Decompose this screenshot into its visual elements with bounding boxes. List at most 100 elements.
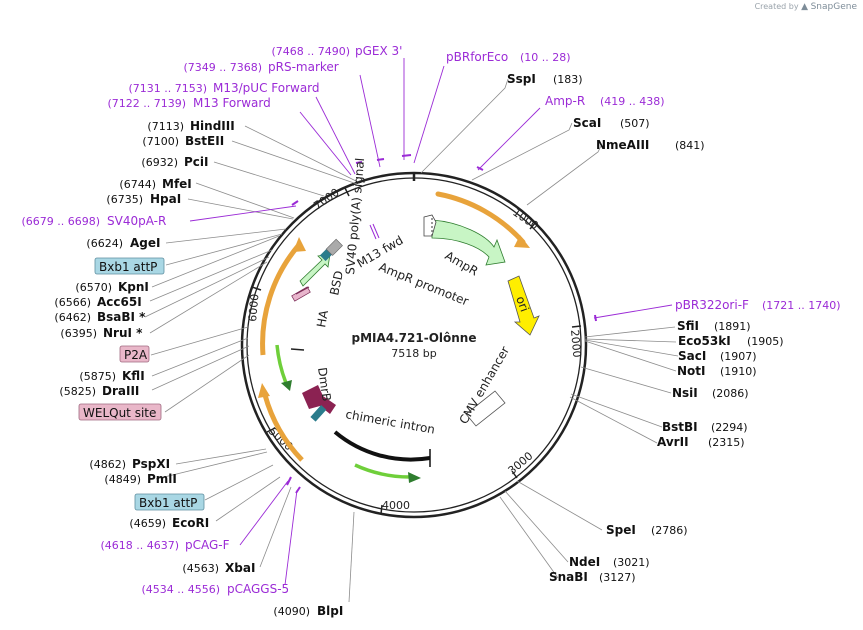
bsd-arrow	[299, 253, 331, 287]
plasmid-length: 7518 bp	[391, 347, 436, 360]
plasmid-name: pMIA4.721-Olônne	[351, 331, 476, 345]
watermark-brand: SnapGene	[810, 2, 857, 12]
primer-labels: (7468 .. 7490) pGEX 3' (7349 .. 7368) pR…	[21, 44, 840, 596]
site-pos: (4563)	[182, 562, 219, 575]
teal-marker-lower	[310, 405, 327, 422]
chimeric-intron-line	[333, 430, 431, 462]
site-name: XbaI	[225, 561, 255, 575]
ha-box	[291, 286, 311, 302]
primer-name: pCAGGS-5	[227, 582, 289, 596]
ha-lines	[295, 286, 310, 295]
watermark-prefix: Created by	[754, 2, 799, 11]
site-pos: (507)	[620, 117, 650, 130]
site-pos: (7100)	[142, 135, 179, 148]
site-name: PmlI	[147, 472, 177, 486]
site-name: PciI	[184, 155, 209, 169]
tag-bxb1-upper: Bxb1 attP	[99, 260, 157, 274]
right-site-labels: SspI (183) ScaI (507) NmeAIII (841) SfiI…	[507, 72, 784, 584]
tag-p2a: P2A	[124, 348, 148, 362]
m13-mark-b	[372, 223, 380, 239]
site-name: SacI	[678, 349, 706, 363]
site-name: NruI *	[103, 326, 143, 340]
ampr-arrow	[431, 219, 506, 266]
tag-box-bxb1-lower	[134, 493, 205, 511]
feature-tags: Bxb1 attP P2A WELQut site Bxb1 attP	[78, 257, 205, 511]
site-name: NmeAIII	[596, 138, 649, 152]
primer-name: M13/pUC Forward	[213, 81, 320, 95]
site-pos: (6570)	[75, 281, 112, 294]
site-pos: (7113)	[147, 120, 184, 133]
site-name: AgeI	[130, 236, 160, 250]
tag-box-bxb1-upper	[94, 257, 165, 275]
site-name: SpeI	[606, 523, 636, 537]
primer-range: (7468 .. 7490)	[271, 45, 350, 58]
primer-name: SV40pA-R	[107, 214, 166, 228]
site-pos: (4849)	[104, 473, 141, 486]
site-pos: (2086)	[712, 387, 749, 400]
green-lower-arrowhead	[408, 472, 421, 483]
site-name: NotI	[677, 364, 706, 378]
primer-range: (7349 .. 7368)	[183, 61, 262, 74]
dmrb-arrow	[302, 385, 336, 414]
snapgene-logo-icon: ▲	[801, 2, 809, 12]
site-pos: (4862)	[89, 458, 126, 471]
feature-label-ori: ori	[513, 294, 531, 313]
feature-label-ha: HA	[314, 308, 331, 328]
primer-range: (4618 .. 4637)	[100, 539, 179, 552]
site-pos: (6624)	[86, 237, 123, 250]
tag-box-welqut	[78, 403, 162, 421]
site-pos: (4659)	[129, 517, 166, 530]
site-pos: (1910)	[720, 365, 757, 378]
primer-range: (419 .. 438)	[600, 95, 665, 108]
site-name: BlpI	[317, 604, 343, 618]
site-pos: (3021)	[613, 556, 650, 569]
site-name: Eco53kI	[678, 334, 731, 348]
feature-label-bsd: BSD	[327, 269, 346, 296]
site-name: SnaBI	[549, 570, 588, 584]
site-pos: (3127)	[599, 571, 636, 584]
primer-name: M13 Forward	[193, 96, 271, 110]
site-pos: (2786)	[651, 524, 688, 537]
primer-range: (6679 .. 6698)	[21, 215, 100, 228]
feature-label-intron: chimeric intron	[344, 407, 436, 437]
feature-labels: AmpR AmpR promoter ori CMV enhancer chim…	[314, 157, 532, 436]
site-pos: (6395)	[60, 327, 97, 340]
site-pos: (1907)	[720, 350, 757, 363]
primer-name: pBR322ori-F	[675, 298, 749, 312]
primer-range: (7131 .. 7153)	[128, 82, 207, 95]
site-name: KpnI	[118, 280, 149, 294]
ring-ticks	[251, 187, 582, 515]
gray-box	[325, 238, 343, 256]
feature-arrow-left-upper	[293, 237, 306, 252]
left-site-labels: (7113) HindIII (7100) BstEII (6932) PciI…	[54, 119, 343, 618]
tag-box-p2a	[119, 345, 150, 363]
site-name: NsiI	[672, 386, 698, 400]
green-left-arrow	[275, 344, 288, 384]
site-name: ScaI	[573, 116, 601, 130]
site-name: BsaBI *	[97, 310, 146, 324]
site-name: AvrII	[657, 435, 689, 449]
site-pos: (1891)	[714, 320, 751, 333]
feature-arc-upper-right	[435, 191, 526, 245]
primer-marks	[286, 154, 597, 494]
site-pos: (6932)	[141, 156, 178, 169]
feature-label-dmrb: DmrB	[315, 366, 334, 402]
primer-range: (4534 .. 4556)	[141, 583, 220, 596]
site-name: SfiI	[677, 319, 699, 333]
site-name: DraIII	[102, 384, 139, 398]
site-name: Acc65I	[97, 295, 142, 309]
ampr-promoter-box	[423, 214, 437, 237]
feature-label-ampr: AmpR	[443, 248, 481, 278]
green-left-arrowhead	[281, 380, 292, 391]
primer-name: pGEX 3'	[355, 44, 402, 58]
green-lower-arrow	[354, 463, 411, 479]
feature-arc-left-lower	[262, 394, 304, 462]
primer-name: pRS-marker	[268, 60, 339, 74]
primer-name: pCAG-F	[185, 538, 230, 552]
site-name: PspXI	[132, 457, 170, 471]
primer-name: Amp-R	[545, 94, 585, 108]
site-name: HindIII	[190, 119, 235, 133]
site-pos: (1905)	[747, 335, 784, 348]
site-pos: (6744)	[119, 178, 156, 191]
